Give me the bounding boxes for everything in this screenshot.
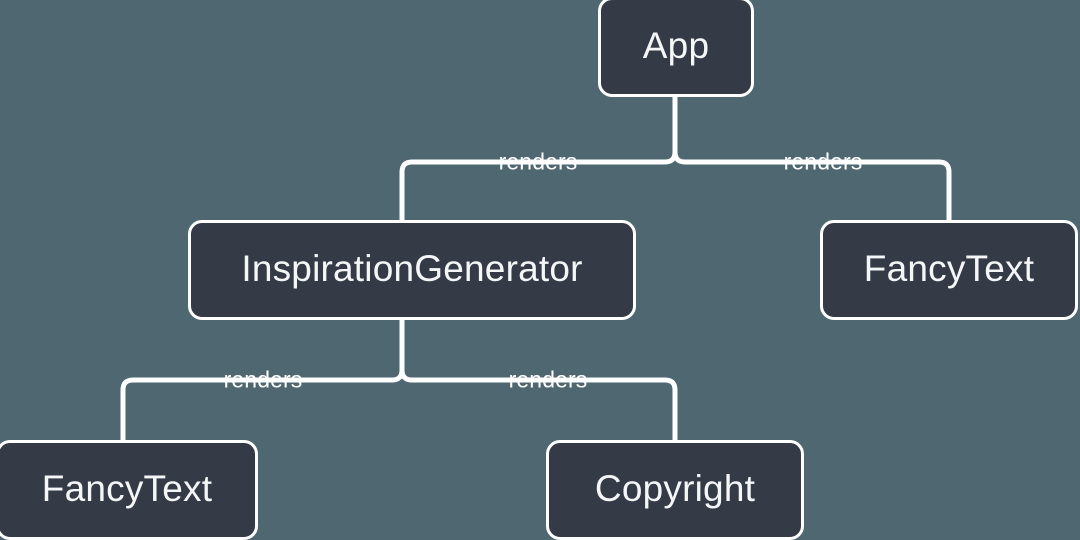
node-fancytext-bottom[interactable]: FancyText bbox=[0, 440, 258, 540]
node-fancytext-bottom-label: FancyText bbox=[41, 468, 213, 509]
node-inspiration-generator-label: InspirationGenerator bbox=[241, 248, 583, 289]
node-copyright-label: Copyright bbox=[594, 468, 756, 509]
edge-label-app-to-fancytext: renders bbox=[783, 148, 863, 175]
node-app[interactable]: App bbox=[598, 0, 754, 97]
node-inspiration-generator[interactable]: InspirationGenerator bbox=[188, 220, 636, 320]
edge-label-inspiration-to-copyright: renders bbox=[508, 366, 588, 393]
node-fancytext-right[interactable]: FancyText bbox=[820, 220, 1078, 320]
node-copyright[interactable]: Copyright bbox=[546, 440, 804, 540]
edge-label-app-to-inspiration: renders bbox=[498, 148, 578, 175]
edge-label-inspiration-to-fancytext: renders bbox=[223, 366, 303, 393]
node-app-label: App bbox=[642, 25, 710, 66]
node-fancytext-right-label: FancyText bbox=[863, 248, 1035, 289]
